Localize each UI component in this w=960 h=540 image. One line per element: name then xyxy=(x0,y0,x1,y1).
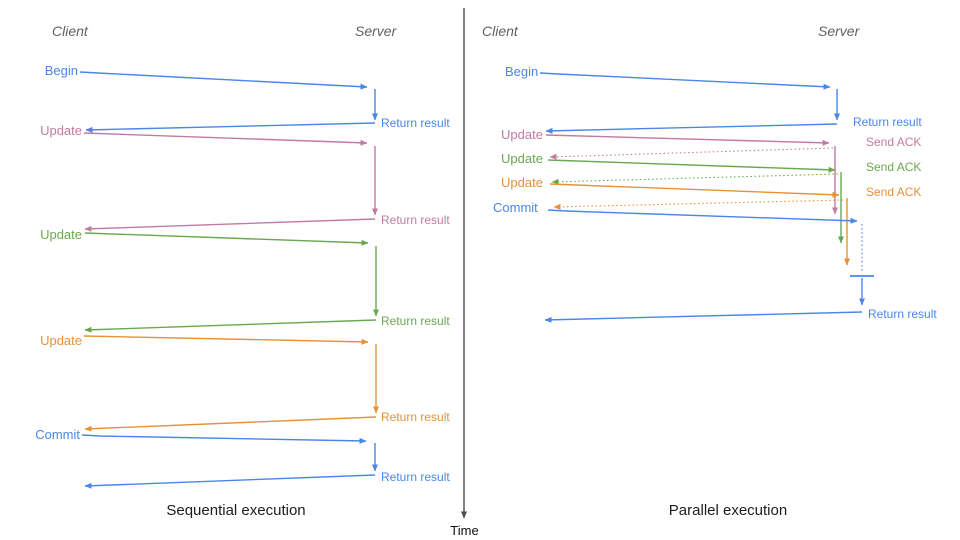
left-return-result-2: Return result xyxy=(381,213,450,227)
right-update1-label: Update xyxy=(501,127,543,142)
right-client-header: Client xyxy=(482,23,518,39)
parallel-update3-exchange xyxy=(549,183,850,266)
right-return-result-commit: Return result xyxy=(868,307,937,321)
right-send-ack-1: Send ACK xyxy=(866,135,922,149)
left-commit-label: Commit xyxy=(35,427,80,442)
left-update3-label: Update xyxy=(40,333,82,348)
right-update2-label: Update xyxy=(501,151,543,166)
right-begin-label: Begin xyxy=(505,64,539,79)
left-return-result-4: Return result xyxy=(381,410,450,424)
left-caption: Sequential execution xyxy=(166,502,306,519)
sequential-begin-exchange xyxy=(79,71,378,133)
right-send-ack-2: Send ACK xyxy=(866,160,922,174)
right-update3-label: Update xyxy=(501,175,543,190)
left-server-header: Server xyxy=(355,23,397,39)
parallel-commit-exchange xyxy=(544,209,874,323)
right-return-result-begin: Return result xyxy=(853,115,922,129)
sequential-update1-exchange xyxy=(83,132,378,232)
sequential-update3-exchange xyxy=(83,335,379,432)
sequential-commit-exchange xyxy=(81,434,378,489)
left-update1-label: Update xyxy=(40,123,82,138)
parallel-begin-exchange xyxy=(539,72,840,134)
left-update2-label: Update xyxy=(40,227,82,242)
right-caption: Parallel execution xyxy=(668,502,788,519)
right-send-ack-3: Send ACK xyxy=(866,185,922,199)
left-return-result-3: Return result xyxy=(381,314,450,328)
parallel-update1-exchange xyxy=(545,134,838,215)
left-begin-label: Begin xyxy=(44,63,78,78)
left-client-header: Client xyxy=(52,23,88,39)
right-commit-label: Commit xyxy=(493,200,538,215)
time-axis-label: Time xyxy=(450,523,479,538)
left-return-result-1: Return result xyxy=(381,116,450,130)
left-return-result-5: Return result xyxy=(381,470,450,484)
sequential-update2-exchange xyxy=(84,232,379,333)
right-server-header: Server xyxy=(818,23,860,39)
parallel-update2-exchange xyxy=(547,159,844,244)
